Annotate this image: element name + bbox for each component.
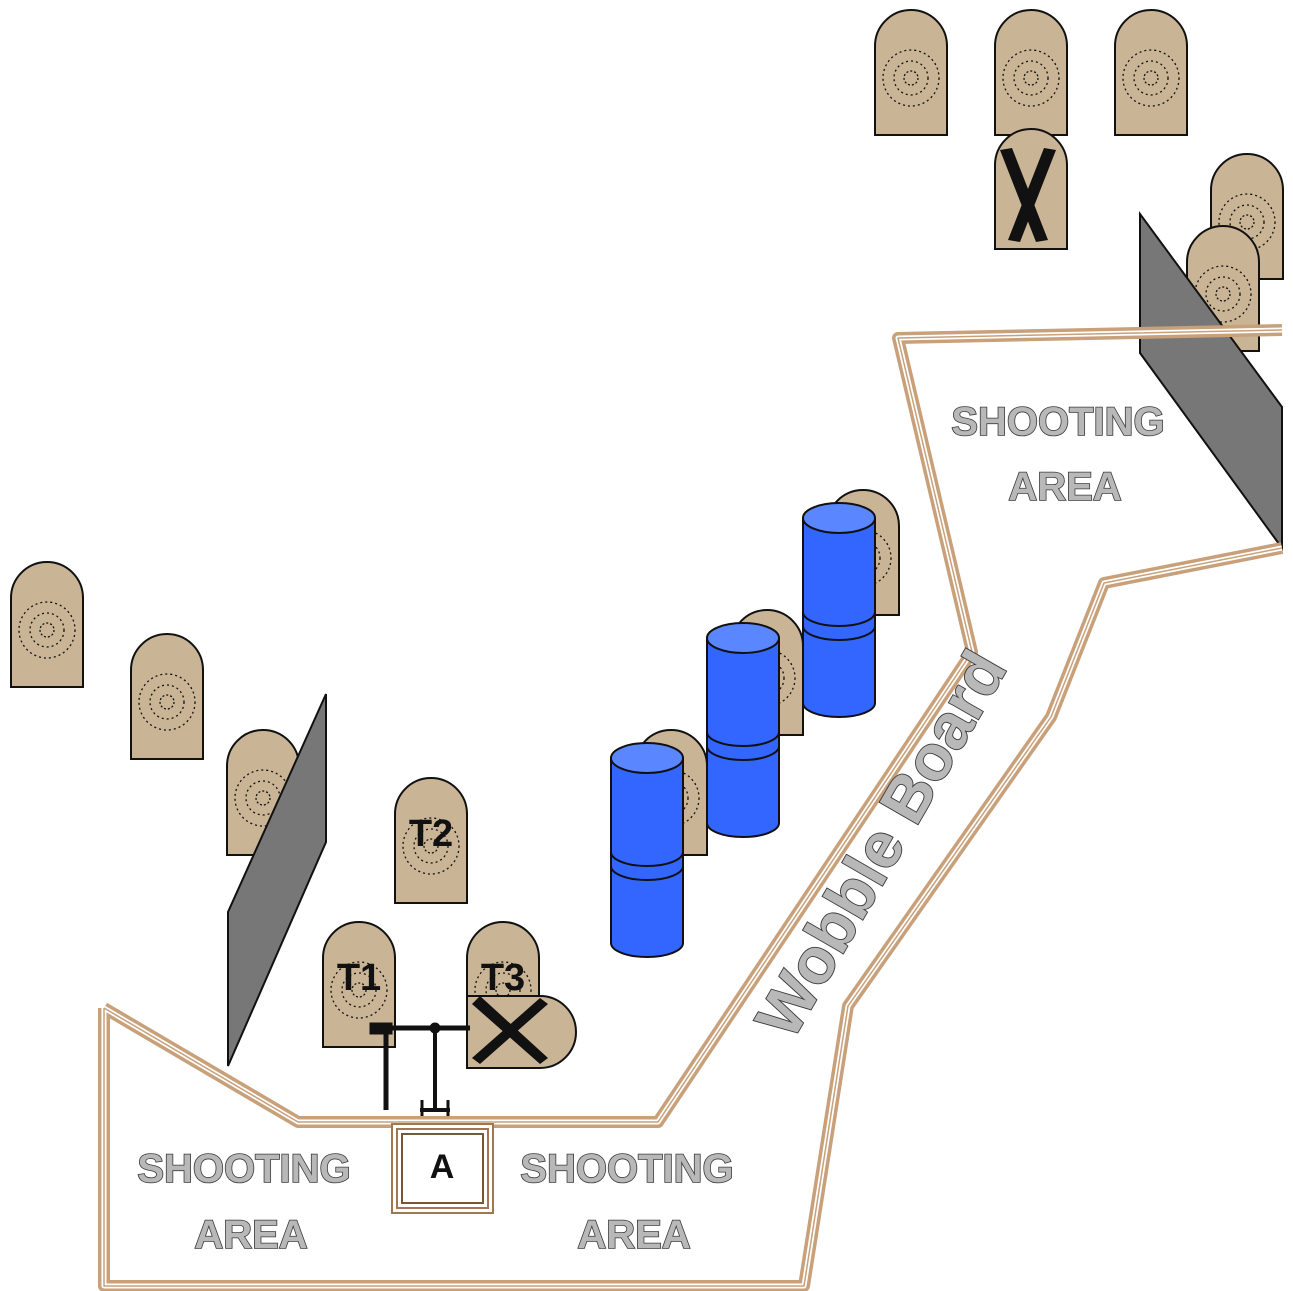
barrel-icon	[802, 502, 876, 718]
paper-target-icon	[875, 10, 947, 135]
shooting-area-label: AREA	[577, 1213, 690, 1257]
shooting-area-label: SHOOTING	[520, 1147, 733, 1191]
t1-label: T1	[337, 957, 381, 999]
no-shoot-target-icon	[466, 995, 577, 1069]
barrel-icon	[610, 742, 684, 958]
t2-label: T2	[409, 813, 453, 855]
paper-target-t3: T3	[467, 922, 539, 1047]
shooting-area-label: AREA	[1008, 465, 1121, 509]
no-shoot-target-icon	[994, 128, 1068, 250]
fault-line	[98, 324, 1284, 1291]
paper-target-icon	[1115, 10, 1187, 135]
paper-target-t2: T2	[395, 778, 467, 903]
shooting-area-label: SHOOTING	[137, 1147, 350, 1191]
shooting-area-label: AREA	[194, 1213, 307, 1257]
activator-icon	[369, 1022, 470, 1118]
wall-icon	[227, 693, 327, 1067]
barrel-icon	[706, 622, 780, 838]
paper-target-icon	[995, 10, 1067, 135]
start-box-label: A	[430, 1148, 455, 1186]
paper-target-icon	[11, 562, 83, 687]
start-box: A	[391, 1123, 494, 1214]
paper-target-icon	[131, 634, 203, 759]
t3-label: T3	[481, 957, 525, 999]
shooting-area-label: SHOOTING	[951, 400, 1164, 444]
paper-target-t1: T1	[323, 922, 395, 1047]
